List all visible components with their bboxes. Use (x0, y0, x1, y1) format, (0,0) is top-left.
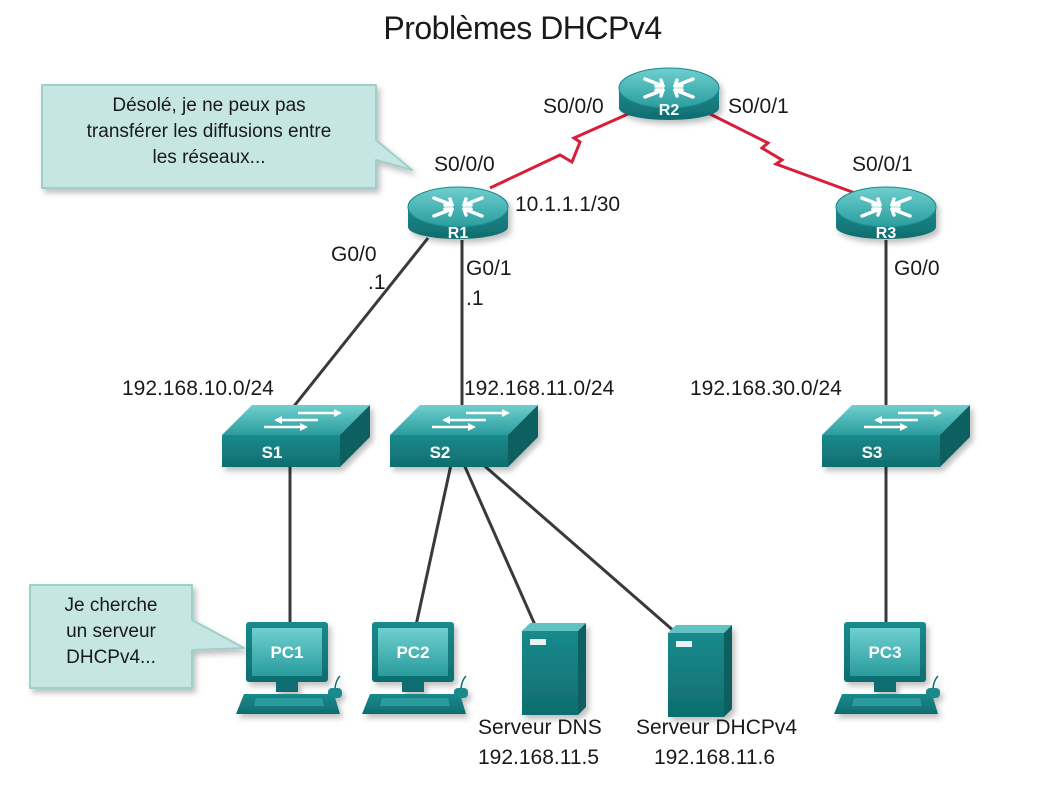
callout-pc-line-3: DHCPv4... (66, 647, 156, 668)
page-title: Problèmes DHCPv4 (383, 10, 662, 46)
callout-pc (29, 584, 245, 689)
r3-g00-label: G0/0 (894, 257, 940, 280)
r1-g01-ip-label: .1 (466, 287, 484, 310)
pc-pc2-label: PC2 (396, 643, 429, 662)
switch-s1[interactable]: S1 (222, 405, 370, 467)
dhcp-server-ip: 192.168.11.6 (654, 746, 776, 769)
router-r1-label: R1 (448, 225, 469, 242)
link-s2-dhcp (471, 453, 676, 634)
callout-pc-line-1: Je cherche (64, 595, 158, 616)
router-r2-label: R2 (659, 102, 680, 119)
r2-s001-label: S0/0/1 (728, 95, 789, 118)
callout-pc-text: Je cherche un serveur DHCPv4... (30, 593, 192, 671)
callout-router-line-1: Désolé, je ne peux pas (112, 95, 306, 116)
pc-pc1[interactable]: PC1 (236, 622, 342, 714)
callout-pc-line-2: un serveur (66, 621, 156, 642)
serial-links (489, 108, 856, 195)
r1-s000-label: S0/0/0 (434, 153, 495, 176)
switch-s3[interactable]: S3 (822, 405, 970, 467)
link-s2-dns (460, 459, 537, 626)
r1-g00-ip-label: .1 (368, 271, 386, 294)
callout-router-line-2: transférer les diffusions entre (86, 121, 332, 142)
callout-router-text: Désolé, je ne peux pas transférer les di… (42, 93, 376, 171)
server-dhcp[interactable] (668, 625, 732, 717)
switch-s2[interactable]: S2 (390, 405, 538, 467)
r3-s001-label: S0/0/1 (852, 153, 913, 176)
link-r2-r3 (705, 110, 856, 195)
r1-g00-label: G0/0 (331, 243, 377, 266)
r1-g01-label: G0/1 (466, 257, 512, 280)
link-s2-pc2 (413, 459, 454, 631)
network-label-11: 192.168.11.0/24 (464, 377, 615, 400)
ethernet-links (273, 237, 888, 634)
switch-s1-label: S1 (262, 443, 283, 462)
router-r3[interactable]: R3 (835, 186, 937, 242)
network-label-30: 192.168.30.0/24 (690, 377, 842, 400)
router-r3-label: R3 (876, 225, 897, 242)
dhcp-server-name: Serveur DHCPv4 (636, 716, 798, 739)
dns-server-name: Serveur DNS (478, 716, 602, 739)
link-r1-r2 (489, 108, 638, 190)
switch-s3-label: S3 (862, 443, 883, 462)
link-r1-s1 (273, 237, 430, 431)
pc-pc1-label: PC1 (270, 643, 303, 662)
switch-s2-label: S2 (430, 443, 451, 462)
pc-pc3-label: PC3 (868, 643, 901, 662)
r1-ip-label: 10.1.1.1/30 (515, 193, 621, 216)
network-label-10: 192.168.10.0/24 (122, 377, 274, 400)
r2-s000-label: S0/0/0 (543, 95, 604, 118)
pc-pc3[interactable]: PC3 (834, 622, 940, 714)
pc-pc2[interactable]: PC2 (362, 622, 468, 714)
router-r1[interactable]: R1 (407, 186, 509, 242)
callout-router-line-3: les réseaux... (152, 147, 266, 168)
server-dns[interactable] (522, 623, 586, 715)
router-r2[interactable]: R2 (618, 67, 720, 120)
dns-server-ip: 192.168.11.5 (478, 746, 600, 769)
callout-router (41, 84, 413, 189)
